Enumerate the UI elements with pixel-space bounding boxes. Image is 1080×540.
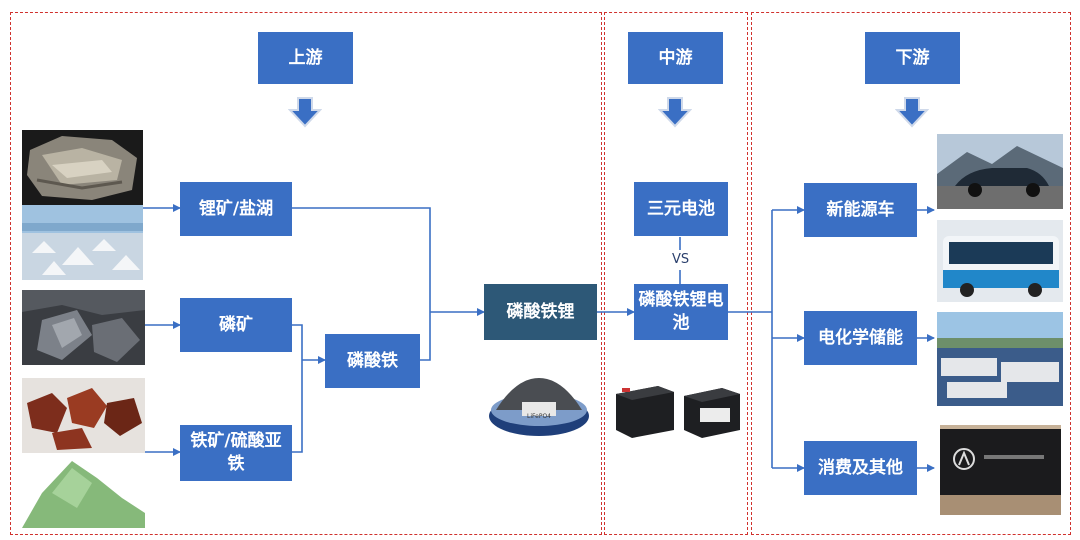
iron-phosphate-box: 磷酸铁 xyxy=(325,334,420,388)
lithium-ore-salt-lake-box: 锂矿/盐湖 xyxy=(180,182,292,236)
iron-ore-ferrous-sulfate-box: 铁矿/硫酸亚铁 xyxy=(180,425,292,481)
lfp-powder-label: LiFePO4 xyxy=(527,413,551,420)
iron-ore-image xyxy=(22,378,145,453)
midstream-header: 中游 xyxy=(628,32,723,84)
ferrous-sulfate-image xyxy=(22,453,145,528)
down-arrow-icon xyxy=(895,97,929,128)
phosphate-ore-image xyxy=(22,290,145,365)
phosphate-ore-box: 磷矿 xyxy=(180,298,292,352)
lithium-iron-phosphate-box: 磷酸铁锂 xyxy=(484,284,597,340)
down-arrow-icon xyxy=(288,97,322,128)
electrochemical-storage-box: 电化学储能 xyxy=(804,311,917,365)
lfp-powder-image xyxy=(489,378,589,436)
battery-pack-image xyxy=(616,386,740,438)
upstream-section xyxy=(10,12,602,535)
vs-label: VS xyxy=(672,252,690,267)
electric-bus-image xyxy=(937,220,1063,302)
consumer-battery-device-image xyxy=(940,425,1061,515)
midstream-section xyxy=(604,12,748,535)
salt-lake-image xyxy=(22,205,143,280)
lfp-battery-box: 磷酸铁锂电池 xyxy=(634,284,728,340)
ternary-battery-box: 三元电池 xyxy=(634,182,728,236)
electric-car-image xyxy=(937,134,1063,209)
consumer-and-other-box: 消费及其他 xyxy=(804,441,917,495)
energy-storage-station-image xyxy=(937,312,1063,406)
downstream-header: 下游 xyxy=(865,32,960,84)
down-arrow-icon xyxy=(658,97,692,128)
upstream-header: 上游 xyxy=(258,32,353,84)
rock-ore-image xyxy=(22,130,143,205)
new-energy-vehicle-box: 新能源车 xyxy=(804,183,917,237)
downstream-section xyxy=(751,12,1071,535)
